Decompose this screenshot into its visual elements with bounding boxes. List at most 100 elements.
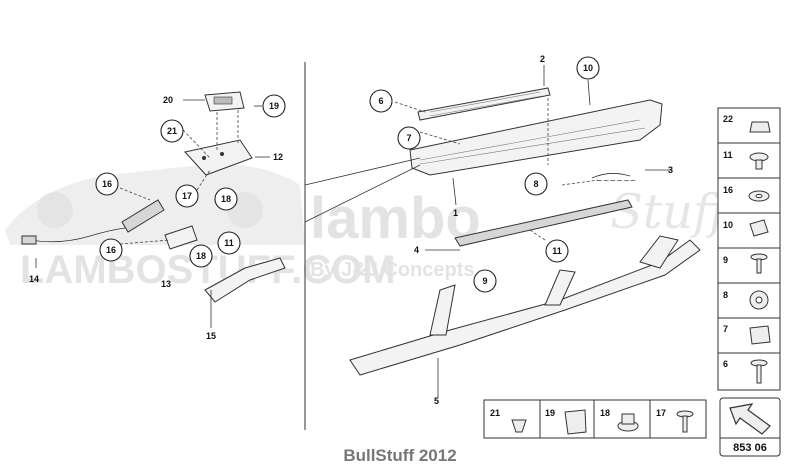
bottom-cell-19: 19 [545,408,587,435]
side-cell-7: 7 [718,324,780,354]
svg-text:15: 15 [206,331,216,341]
callout-8: 8 [524,172,548,196]
footer-caption: BullStuff 2012 [343,446,457,465]
module-part-13 [121,199,165,233]
side-cell-8: 8 [718,290,780,319]
flange-screw-icon [750,359,768,384]
callout-18b: 18 [189,244,213,268]
plastic-rivet-icon [511,419,527,433]
svg-text:16: 16 [102,179,112,189]
callout-7: 7 [397,126,421,150]
frame-part-5 [349,239,701,376]
side-cell-9: 9 [718,253,780,284]
callout-17: 17 [175,184,199,208]
star-washer-icon [749,290,769,310]
svg-text:21: 21 [167,126,177,136]
bracket-slot [213,96,233,105]
svg-text:16: 16 [723,185,733,195]
bottom-cell-21: 21 [490,408,527,433]
hole-2 [220,152,224,156]
watermark-byline: By J&J Concepts [310,259,475,281]
svg-text:8: 8 [723,290,728,300]
rail-part-15 [204,257,286,303]
flange-nut-icon [617,413,639,432]
cable-part-14 [29,227,126,243]
svg-text:20: 20 [163,95,173,105]
hole-1 [202,156,206,160]
leader-cover-1 [304,164,421,223]
callout-13: 13 [161,279,171,289]
watermark-brand-large: lambo [310,186,481,251]
svg-text:12: 12 [273,152,283,162]
svg-text:10: 10 [583,63,593,73]
callout-15: 15 [206,331,216,341]
svg-text:18: 18 [221,194,231,204]
bracket-part-18 [164,225,198,250]
svg-text:2: 2 [540,54,545,64]
expansion-plug-icon [749,219,769,237]
washer-icon [748,190,770,202]
callout-16b: 16 [99,238,123,262]
side-panel-frame [717,107,781,391]
badge-part-3 [591,173,631,179]
callout-18a: 18 [214,187,238,211]
clip-fastener-icon [749,121,771,133]
svg-text:18: 18 [600,408,610,418]
spring-nut-icon [749,325,771,345]
callout-2: 2 [540,54,545,64]
svg-text:9: 9 [723,255,728,265]
svg-text:4: 4 [414,245,419,255]
svg-text:1: 1 [453,208,458,218]
svg-text:14: 14 [29,274,39,284]
svg-text:7: 7 [723,324,728,334]
side-cell-6: 6 [723,359,768,384]
bracket-strip-4 [454,199,633,247]
right-assembly: ~~~~~~ [304,65,701,398]
svg-text:22: 22 [723,114,733,124]
side-cell-10: 10 [718,219,780,249]
svg-text:16: 16 [106,245,116,255]
svg-text:11: 11 [723,150,733,160]
strip-part-2 [417,87,551,121]
svg-text:6: 6 [378,96,383,106]
svg-text:19: 19 [269,101,279,111]
svg-text:17: 17 [656,408,666,418]
svg-text:9: 9 [482,276,487,286]
callout-3: 3 [668,165,673,175]
svg-text:13: 13 [161,279,171,289]
plate-part-12 [184,139,253,176]
bottom-cell-17: 17 [656,408,694,433]
left-assembly [21,91,286,328]
svg-text:3: 3 [668,165,673,175]
bracket-clip-icon [564,409,587,435]
callout-19: 19 [262,94,286,118]
svg-text:5: 5 [434,396,439,406]
watermark-brand-script: Stuff [610,184,734,240]
direction-arrow-icon [729,403,771,435]
callout-16a: 16 [95,172,119,196]
callout-14: 14 [29,274,39,284]
badge-script-icon: ~~~~~~ [596,176,636,185]
side-cell-16: 16 [718,185,780,214]
side-cell-22: 22 [718,114,780,144]
svg-text:7: 7 [406,133,411,143]
svg-text:19: 19 [545,408,555,418]
callout-10: 10 [576,56,600,80]
callout-21: 21 [160,119,184,143]
callout-12: 12 [273,152,283,162]
bottom-fastener-panel: 21 19 18 17 [483,399,707,439]
callout-11a: 11 [217,231,241,255]
hex-screw-icon [676,410,694,433]
svg-text:17: 17 [182,191,192,201]
callout-4: 4 [414,245,419,255]
side-fastener-panel: 22 11 16 10 [717,107,781,391]
page-code-box: 853 06 [719,397,781,457]
watermark: lambo Stuff LAMBOSTUFF.COM By J&J Concep… [5,164,734,292]
svg-text:6: 6 [723,359,728,369]
callout-9: 9 [473,269,497,293]
svg-text:11: 11 [552,246,562,256]
svg-text:11: 11 [224,238,234,248]
callout-6: 6 [369,89,393,113]
svg-text:21: 21 [490,408,500,418]
